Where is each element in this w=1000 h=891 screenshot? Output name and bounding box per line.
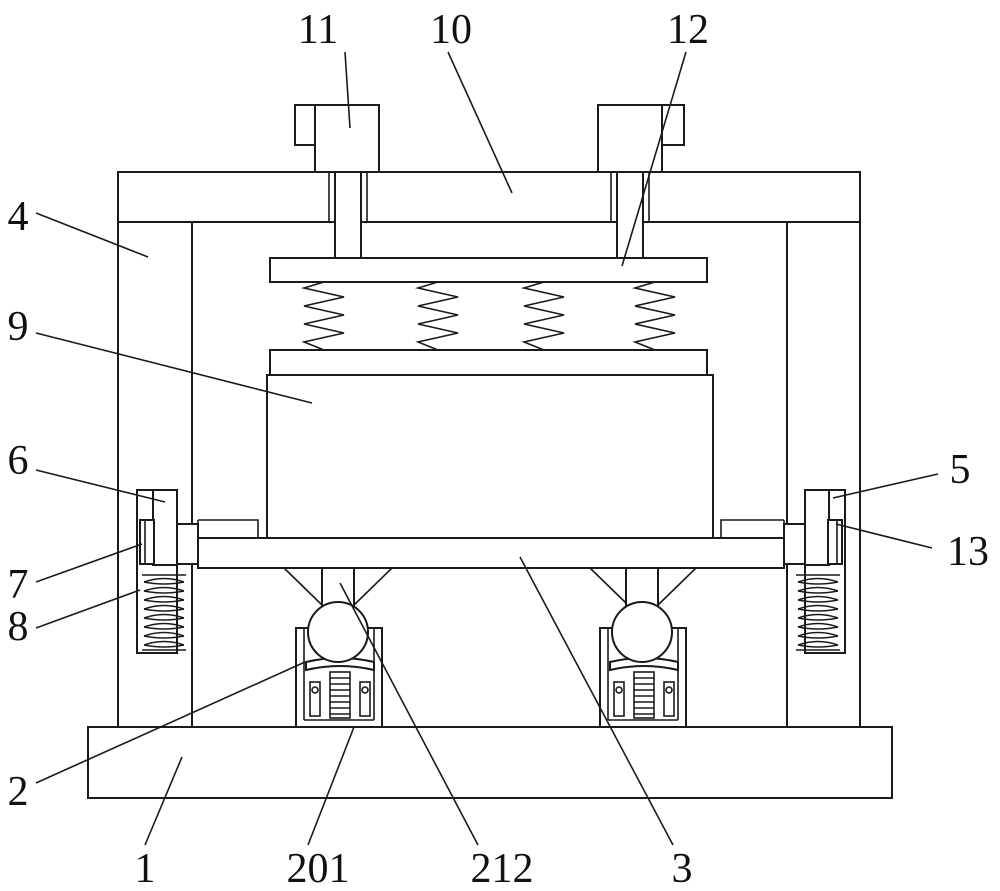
base-plate xyxy=(87,726,893,799)
label-2: 2 xyxy=(8,769,29,815)
left-damper-unit xyxy=(283,567,393,728)
press-springs xyxy=(300,281,676,351)
right-guide-assembly xyxy=(796,489,846,654)
pressing-plate xyxy=(269,257,708,283)
label-5: 5 xyxy=(950,447,971,493)
lower-press-plate xyxy=(269,349,708,376)
cylinder-right xyxy=(597,104,685,259)
label-4: 4 xyxy=(8,194,29,240)
label-212: 212 xyxy=(471,846,534,891)
label-13: 13 xyxy=(947,529,989,575)
left-guide-assembly xyxy=(136,489,186,654)
reference-labels: 11 10 12 4 9 6 7 8 2 1 201 212 3 5 13 xyxy=(8,7,990,891)
label-11: 11 xyxy=(298,7,338,53)
right-damper-unit xyxy=(589,567,697,728)
label-12: 12 xyxy=(667,7,709,53)
workpiece-block xyxy=(266,374,714,539)
label-8: 8 xyxy=(8,604,29,650)
label-6: 6 xyxy=(8,438,29,484)
support-table xyxy=(176,519,806,569)
label-9: 9 xyxy=(8,304,29,350)
outer-frame xyxy=(117,171,861,728)
label-3: 3 xyxy=(672,846,693,891)
label-10: 10 xyxy=(430,7,472,53)
label-1: 1 xyxy=(135,846,156,891)
leader-lines xyxy=(35,51,939,846)
label-201: 201 xyxy=(287,846,350,891)
label-7: 7 xyxy=(8,562,29,608)
